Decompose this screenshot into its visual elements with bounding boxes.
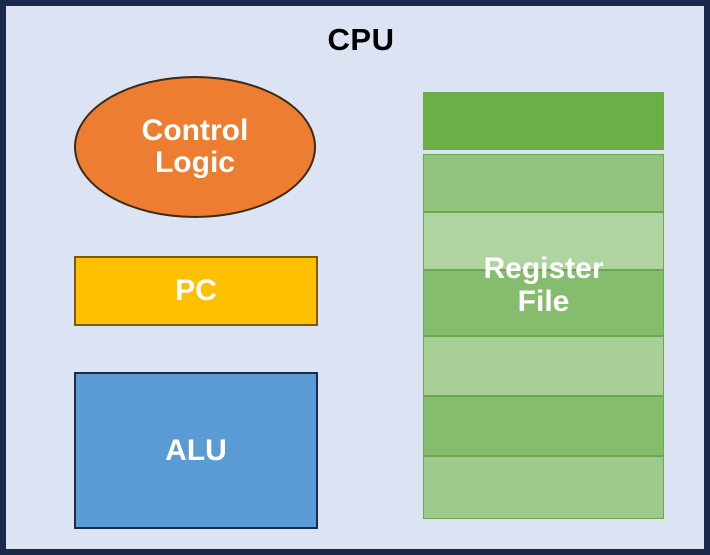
register-band-3	[423, 212, 664, 270]
block-alu: ALU	[74, 372, 318, 529]
register-band-2	[423, 154, 664, 212]
register-band-5	[423, 336, 664, 396]
page-title: CPU	[327, 22, 395, 57]
register-band-4	[423, 270, 664, 336]
block-pc-label: PC	[175, 274, 217, 307]
block-register-file	[423, 92, 664, 519]
register-band-1	[423, 92, 664, 150]
block-control-logic: Control Logic	[74, 76, 316, 218]
register-band-6	[423, 396, 664, 456]
block-alu-label: ALU	[165, 433, 227, 467]
block-pc: PC	[74, 256, 318, 326]
register-band-7	[423, 456, 664, 519]
block-control-logic-label: Control Logic	[141, 113, 249, 179]
